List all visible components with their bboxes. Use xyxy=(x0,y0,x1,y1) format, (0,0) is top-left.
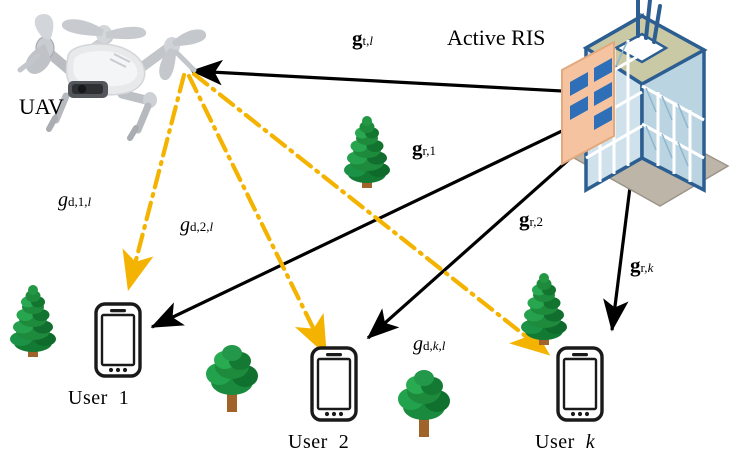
g-d2-subscript-l: l xyxy=(209,219,214,234)
userk-phone-icon xyxy=(556,346,604,422)
g-rk-subscript-k: k xyxy=(647,260,654,275)
channel-label-g-d-2-l: gd,2,l xyxy=(180,215,213,235)
userk-label-text: User xyxy=(535,431,575,453)
channel-label-g-r-k: gr,k xyxy=(630,255,653,276)
uav-label: UAV xyxy=(19,94,64,119)
g-t-subscript-l: l xyxy=(369,33,373,48)
userk-label: User k xyxy=(535,432,595,452)
userk-label-index: k xyxy=(585,431,596,453)
g-dk-base: g xyxy=(413,333,423,355)
user1-label-text: User xyxy=(68,387,108,409)
g-r2-subscript: r,2 xyxy=(529,214,544,229)
user2-phone-icon xyxy=(310,346,358,422)
g-d1-subscript-l: l xyxy=(87,194,92,209)
channel-label-g-t-l: gt,l xyxy=(352,28,373,49)
channel-label-g-r-1: gr,1 xyxy=(412,138,436,159)
g-t-subscript: t, xyxy=(362,33,370,48)
g-rk-subscript: r, xyxy=(640,260,648,275)
user2-label-index: 2 xyxy=(338,431,350,453)
user1-phone-icon xyxy=(94,302,142,378)
g-rk-base: g xyxy=(630,253,641,277)
g-d1-base: g xyxy=(58,189,68,211)
g-r1-subscript: r,1 xyxy=(422,143,437,158)
channel-label-g-d-k-l: gd,k,l xyxy=(413,334,445,354)
g-d2-subscript: d,2, xyxy=(190,219,210,234)
g-d2-base: g xyxy=(180,214,190,236)
g-r2-base: g xyxy=(519,207,530,231)
user2-label: User 2 xyxy=(288,432,349,452)
g-dk-subscript-comma: , xyxy=(438,338,442,353)
channel-label-g-r-2: gr,2 xyxy=(519,209,543,230)
g-r1-base: g xyxy=(412,136,423,160)
user2-label-text: User xyxy=(288,431,328,453)
link-uav-direct-user2 xyxy=(186,73,328,356)
g-dk-subscript: d, xyxy=(423,338,433,353)
link-uav-direct-userk xyxy=(191,71,551,356)
user1-label: User 1 xyxy=(68,388,129,408)
channel-label-g-d-1-l: gd,1,l xyxy=(58,190,91,210)
link-ris-to-user1 xyxy=(150,95,634,329)
user1-label-index: 1 xyxy=(118,387,130,409)
link-uav-direct-user1 xyxy=(122,72,187,292)
active-ris-label: Active RIS xyxy=(447,25,546,50)
g-dk-subscript-l: l xyxy=(441,338,446,353)
g-dk-subscript-k: k xyxy=(432,338,439,353)
g-t-base: g xyxy=(352,26,363,50)
g-d1-subscript: d,1, xyxy=(68,194,88,209)
